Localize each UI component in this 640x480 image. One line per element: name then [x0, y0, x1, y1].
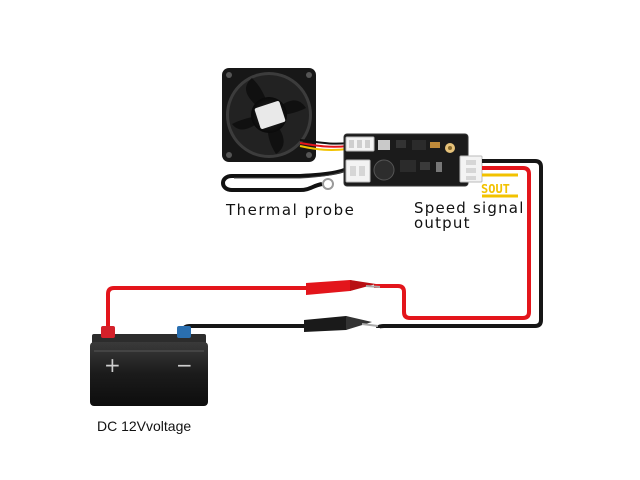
- fan-wires: [299, 139, 349, 151]
- thermal-probe: [221, 166, 351, 192]
- minus-symbol: −: [176, 353, 193, 377]
- cooling-fan: [222, 68, 316, 162]
- thermal-probe-label: Thermal probe: [226, 201, 356, 219]
- speed-signal-label-line2: output: [414, 214, 471, 232]
- signal-wires: [374, 159, 543, 329]
- battery-red-lead: [106, 286, 322, 334]
- inductor: [373, 159, 395, 181]
- negative-terminal: [177, 326, 191, 338]
- battery: + −: [90, 326, 208, 406]
- fan-sticker: [254, 101, 286, 129]
- probe-ring-terminal: [322, 178, 334, 190]
- speed-signal-label-line1: Speed signal: [414, 199, 525, 217]
- battery-body: [90, 342, 208, 406]
- controller-board: [343, 133, 483, 187]
- dc-voltage-label: DC 12Vvoltage: [97, 418, 192, 434]
- red-alligator-clip: [306, 280, 381, 295]
- battery-black-lead: [182, 324, 318, 334]
- plus-symbol: +: [104, 353, 121, 377]
- positive-terminal: [101, 326, 115, 338]
- black-alligator-clip: [304, 316, 379, 332]
- probe-connector: [345, 159, 371, 183]
- sout-label: SOUT: [481, 182, 510, 196]
